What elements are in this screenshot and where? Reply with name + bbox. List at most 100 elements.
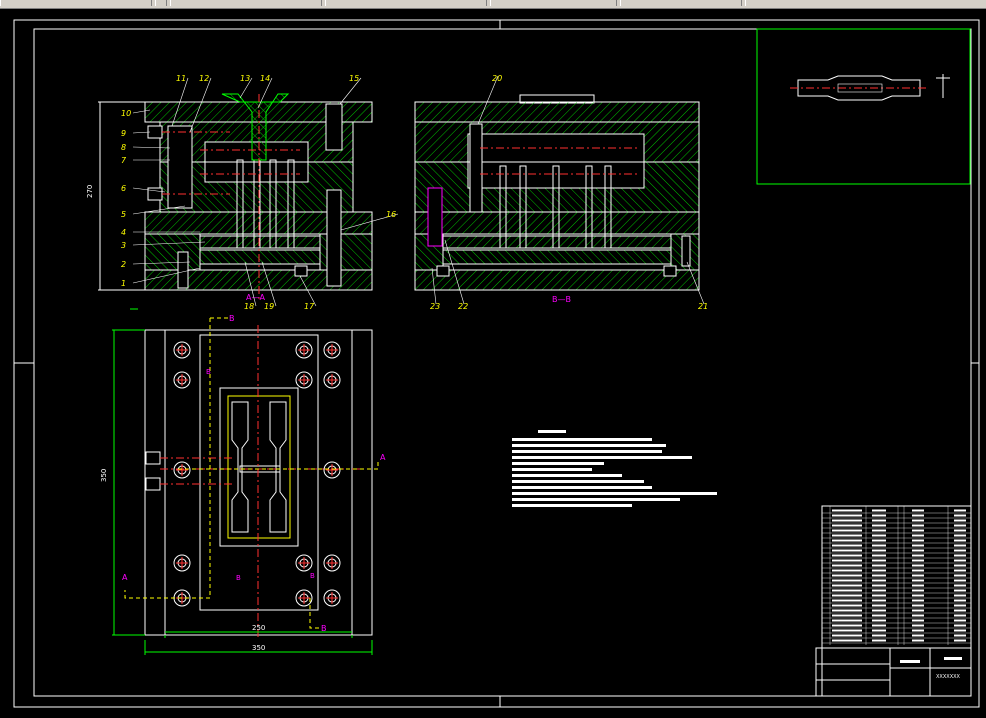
- toolbar-segment[interactable]: [0, 0, 152, 6]
- bom-table: [822, 506, 971, 645]
- bolt-hole: [323, 341, 341, 359]
- plan-height-text: 350: [100, 469, 108, 482]
- stop-button: [294, 265, 308, 277]
- toolbar-segment[interactable]: [170, 0, 322, 6]
- plan-cavity-right: [269, 401, 287, 533]
- cut-b-bottom: B: [321, 624, 327, 633]
- dumbbell-specimen: [797, 75, 921, 101]
- front-height-text: 270: [86, 185, 94, 198]
- side-guide-bushing: [427, 187, 443, 247]
- bolt-hole: [323, 554, 341, 572]
- cooling-fitting-top: [147, 125, 163, 139]
- cut-b-top: B: [229, 314, 235, 323]
- inset-frame: [756, 28, 971, 185]
- guide-pin: [326, 189, 342, 287]
- callout-label: 12: [199, 74, 209, 83]
- cooling-fitting-bottom: [147, 187, 163, 201]
- side-ejector-plate: [442, 249, 672, 265]
- callout-label: 15: [349, 74, 359, 83]
- callout-label: 19: [264, 302, 274, 311]
- plan-base-outline: [199, 334, 319, 611]
- plan-outer-width-text: 350: [252, 644, 265, 652]
- ejector-plate: [199, 249, 321, 265]
- plan-bolt-holes: [173, 341, 341, 607]
- drawing-number: XXXXXXX: [936, 674, 961, 680]
- side-guide-pillar: [469, 123, 483, 213]
- callout-label: 20: [492, 74, 502, 83]
- part-inset: [756, 28, 971, 185]
- plan-cavity-pocket: [219, 387, 299, 547]
- bolt-hole: [323, 371, 341, 389]
- return-screw: [177, 251, 189, 289]
- cut-a-right: A: [380, 453, 386, 462]
- side-slider: [167, 125, 193, 209]
- sprue-bushing: [221, 93, 290, 161]
- technical-notes: [512, 430, 717, 507]
- cut-b-marker-1: B: [206, 368, 211, 376]
- plan-view: A A B B B B B 350 250 350: [100, 314, 386, 655]
- bolt-hole: [295, 554, 313, 572]
- core-insert: [204, 161, 309, 183]
- toolbar-segment[interactable]: [745, 0, 986, 6]
- section-b-label: B—B: [552, 295, 571, 304]
- bolt-hole: [323, 461, 341, 479]
- callout-label: 16: [386, 210, 396, 219]
- section-cut-lines: [124, 317, 379, 629]
- front-height-dimension: [98, 101, 145, 291]
- callout-label: 22: [458, 302, 468, 311]
- bolt-hole: [295, 371, 313, 389]
- side-ejector-pins: [499, 165, 612, 249]
- toolbar-segment[interactable]: [155, 0, 167, 6]
- toolbar-segment[interactable]: [620, 0, 742, 6]
- side-bottom-clamp-plate: [414, 269, 700, 291]
- bolt-hole: [323, 589, 341, 607]
- title-block: XXXXXXX: [815, 505, 972, 697]
- side-ejector-retainer: [442, 235, 672, 249]
- side-return-pin: [681, 235, 691, 267]
- callout-label: 2: [121, 260, 126, 269]
- bolt-hole: [173, 341, 191, 359]
- bolt-hole: [173, 371, 191, 389]
- toolbar-segment[interactable]: [490, 0, 617, 6]
- front-section-view: 270 A—A: [86, 93, 373, 310]
- callout-label: 8: [121, 143, 126, 152]
- cap-screw-top: [325, 103, 343, 151]
- cut-a-left: A: [122, 573, 128, 582]
- side-support-plate: [414, 211, 700, 235]
- callout-label: 3: [121, 241, 126, 250]
- callout-label: 10: [121, 109, 131, 118]
- plan-inner-width-text: 250: [252, 624, 265, 632]
- callout-label: 6: [121, 184, 126, 193]
- notes-heading: [538, 430, 566, 433]
- callout-label: 9: [121, 129, 126, 138]
- callout-label: 11: [176, 74, 186, 83]
- bolt-hole: [173, 461, 191, 479]
- title-frame: [815, 647, 972, 697]
- plan-cavity-left: [231, 401, 249, 533]
- cut-b-marker-3: B: [310, 572, 315, 580]
- callout-label: 1: [121, 279, 126, 288]
- callout-label: 18: [244, 302, 254, 311]
- bolt-hole: [295, 341, 313, 359]
- cut-b-marker-2: B: [236, 574, 241, 582]
- cad-toolbar-strip: [0, 0, 986, 9]
- callout-label: 4: [121, 228, 126, 237]
- toolbar-segment[interactable]: [325, 0, 487, 6]
- plan-cooling-fitting-1: [145, 451, 161, 465]
- side-callouts: 20 21 22 23: [430, 74, 708, 311]
- callout-label: 23: [430, 302, 440, 311]
- bolt-hole: [295, 589, 313, 607]
- plan-dimensions: [112, 329, 373, 655]
- callout-label: 21: [698, 302, 708, 311]
- plan-insert: [227, 395, 291, 539]
- plan-cooling-fitting-2: [145, 477, 161, 491]
- callout-label: 13: [240, 74, 250, 83]
- callout-label: 5: [121, 210, 126, 219]
- spacer-block-left: [144, 233, 201, 271]
- side-top-clamp-plate: [414, 101, 700, 123]
- callout-label: 17: [304, 302, 315, 311]
- center-marks: [14, 20, 979, 707]
